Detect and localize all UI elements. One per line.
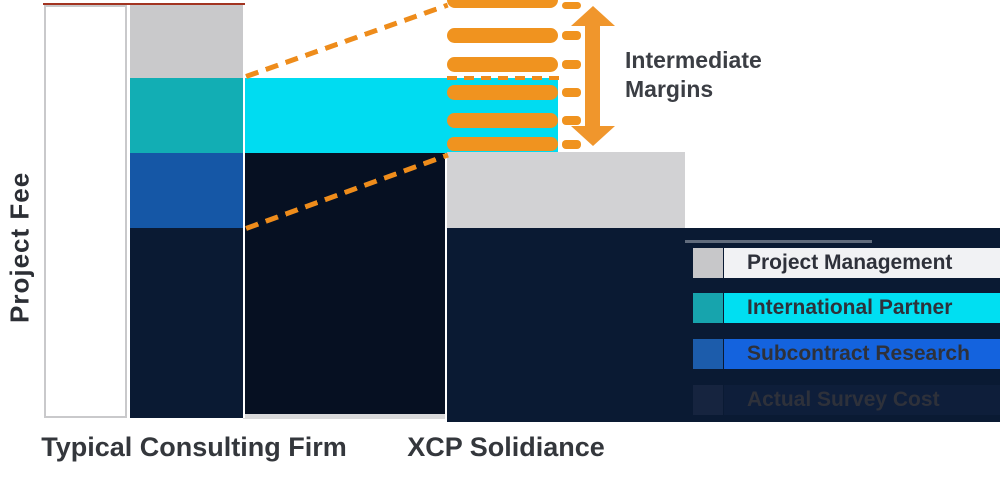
bar-segment-actual-survey-cost: [447, 228, 685, 418]
intermediate-margins-annotation: Intermediate Margins: [625, 47, 762, 102]
margin-mini-dash: [562, 31, 581, 40]
legend-label: International Partner: [724, 293, 1000, 323]
margin-mini-dash: [562, 2, 581, 9]
actual-cost-flow-area: [245, 153, 445, 419]
bar-segment-subcontract-research: [130, 153, 243, 228]
arrow-up-icon: [571, 6, 615, 26]
margin-hatch-stripe: [447, 28, 558, 43]
margin-mini-dash: [562, 116, 581, 125]
category-label-xcp-solidiance: XCP Solidiance: [407, 432, 605, 462]
bar-segment-project-management: [130, 5, 243, 78]
legend-label: Subcontract Research: [724, 339, 1000, 369]
bar-seam: [243, 228, 245, 418]
bar-segment-actual-survey-cost: [130, 228, 243, 418]
margin-diagonal-dashed-line: [245, 2, 449, 79]
legend-label: Actual Survey Cost: [724, 385, 1000, 415]
margin-hatch-stripe: [447, 137, 558, 151]
legend-swatch: [693, 385, 723, 415]
margin-hatch-stripe: [447, 113, 558, 128]
bar-segment-international-partner: [130, 78, 243, 153]
margins-arrow-shaft: [585, 24, 600, 128]
margin-dashed-line: [447, 76, 559, 80]
legend-swatch: [693, 293, 723, 323]
legend-item-subcontract-research: Subcontract Research: [693, 339, 1000, 369]
margin-mini-dash: [562, 60, 581, 69]
category-label-typical-consulting-firm: Typical Consulting Firm: [41, 432, 347, 462]
margin-hatch-stripe: [447, 0, 558, 8]
margin-hatch-stripe: [447, 57, 558, 72]
bar-seam: [445, 153, 447, 419]
legend-swatch: [693, 339, 723, 369]
legend-label: Project Management: [724, 248, 1000, 278]
bar-typical-consulting-firm: [130, 5, 243, 418]
reference-white-bar: [44, 5, 127, 418]
arrow-down-icon: [571, 126, 615, 146]
legend-swatch: [693, 248, 723, 278]
margin-hatch-stripe: [447, 85, 558, 100]
fee-top-level-line: [43, 3, 245, 5]
bar-segment-project-management: [447, 152, 685, 228]
margin-mini-dash: [562, 88, 581, 97]
legend-item-actual-survey-cost: Actual Survey Cost: [693, 385, 1000, 415]
legend-item-project-management: Project Management: [693, 248, 1000, 278]
flow-bottom-strip: [243, 414, 446, 419]
bar-xcp-solidiance: [447, 5, 685, 418]
legend-item-international-partner: International Partner: [693, 293, 1000, 323]
y-axis-label: Project Fee: [4, 171, 35, 323]
